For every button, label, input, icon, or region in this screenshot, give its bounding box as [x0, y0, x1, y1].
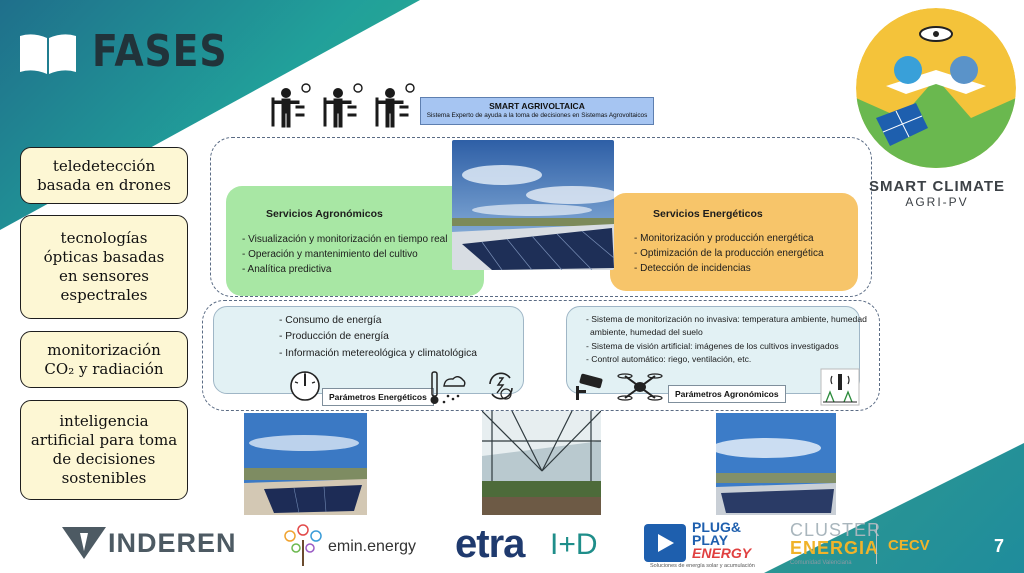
- plug-line: PLAY: [692, 532, 729, 548]
- gauge-icon: [290, 371, 320, 401]
- services-agro-item: - Analítica predictiva: [242, 264, 332, 275]
- plug-play-logo: PLUG& PLAY ENERGY: [692, 519, 752, 561]
- inderen-logo-icon: [62, 527, 106, 559]
- plug-line: ENERGY: [692, 545, 752, 561]
- services-energy-item: - Monitorización y producción energética: [634, 233, 814, 244]
- cluster-line: ENERGIA: [790, 538, 880, 558]
- pill-line: espectrales: [60, 286, 148, 304]
- camera-icon: [576, 373, 603, 400]
- cluster-logo: CLUSTER ENERGIA: [790, 521, 881, 557]
- pill-ai-decisions: inteligencia artificial para toma de dec…: [20, 400, 188, 500]
- pill-line: ópticas basadas: [43, 248, 165, 266]
- services-energy-title: Servicios Energéticos: [653, 208, 763, 220]
- banner-subtitle: Sistema Experto de ayuda a la toma de de…: [426, 112, 648, 119]
- services-energy-panel: [610, 193, 858, 291]
- params-agro-item: - Sistema de visión artificial: imágenes…: [586, 341, 839, 351]
- pill-line: en sensores: [58, 267, 149, 285]
- params-energy-item: - Producción de energía: [279, 331, 389, 342]
- services-energy-item: - Detección de incidencias: [634, 263, 751, 274]
- pill-line: de decisiones: [52, 450, 156, 468]
- sensor-icon: [820, 368, 860, 406]
- services-frame: [210, 137, 872, 297]
- params-agro-item: ambiente, humedad del suelo: [590, 327, 703, 337]
- params-agro-item: - Control automático: riego, ventilación…: [586, 354, 752, 364]
- slide-title: FASES: [92, 26, 228, 77]
- services-agro-panel: [226, 186, 484, 296]
- photo-solar-roof: [244, 413, 367, 515]
- pill-line: inteligencia: [59, 412, 149, 430]
- farmer-icon-group: [271, 83, 415, 128]
- photo-greenhouses-exterior: [716, 413, 836, 515]
- book-icon: [20, 34, 76, 74]
- pill-optical-sensors: tecnologías ópticas basadas en sensores …: [20, 215, 188, 319]
- pill-line: tecnologías: [60, 229, 148, 247]
- farmer-icon: [271, 83, 311, 128]
- cluster-caption: Comunidad Valenciana: [790, 560, 852, 566]
- params-energy-item: - Consumo de energía: [279, 315, 382, 326]
- energy-cycle-icon: [489, 372, 513, 400]
- banner-title: SMART AGRIVOLTAICA: [489, 101, 585, 111]
- drone-icon: [617, 373, 663, 401]
- pill-line: artificial para toma: [30, 431, 178, 449]
- pill-line: CO₂ y radiación: [44, 359, 164, 378]
- params-energy-tag: Parámetros Energéticos: [322, 388, 434, 406]
- emin-logo: emin.energy: [328, 538, 417, 555]
- brand-subtitle: AGRI-PV: [905, 195, 969, 209]
- smart-climate-logo: [856, 8, 1016, 168]
- pill-line: monitorización: [47, 340, 161, 359]
- services-agro-item: - Operación y mantenimiento del cultivo: [242, 249, 418, 260]
- photo-greenhouse-interior: [482, 411, 601, 515]
- plug-play-icon: [644, 524, 686, 562]
- pill-line: basada en drones: [37, 175, 171, 194]
- services-agro-title: Servicios Agronómicos: [266, 208, 383, 220]
- params-energy-panel: [213, 306, 524, 394]
- parameters-frame: [202, 300, 880, 411]
- cluster-line: CLUSTER: [790, 520, 882, 540]
- pill-line: teledetección: [52, 156, 156, 175]
- logo-divider: [876, 524, 877, 564]
- pill-line: sostenibles: [61, 469, 147, 487]
- params-agro-tag: Parámetros Agronómicos: [668, 385, 786, 403]
- inderen-logo: INDEREN: [108, 528, 237, 558]
- etra-rd-logo: I+D: [550, 528, 598, 561]
- cecv-logo: CECV: [888, 537, 930, 554]
- services-agro-item: - Visualización y monitorización en tiem…: [242, 234, 448, 245]
- weather-icon: [430, 371, 466, 404]
- page-number: 7: [994, 536, 1005, 556]
- plug-line: PLUG&: [692, 519, 741, 535]
- brand-name: SMART CLIMATE: [868, 178, 1006, 195]
- params-agro-item: - Sistema de monitorización no invasiva:…: [586, 314, 867, 324]
- plug-play-caption: Soluciones de energía solar y acumulació…: [650, 563, 755, 569]
- services-energy-item: - Optimización de la producción energéti…: [634, 248, 824, 259]
- etra-logo: etra: [455, 522, 525, 566]
- farmer-icon: [323, 83, 363, 128]
- farmer-icon: [375, 83, 415, 128]
- smart-agrivoltaica-banner: SMART AGRIVOLTAICA Sistema Experto de ay…: [420, 97, 654, 125]
- emin-tree-icon: [284, 524, 322, 566]
- params-energy-item: - Información metereológica y climatológ…: [279, 348, 478, 359]
- hero-photo-solar-greenhouse: [452, 140, 614, 270]
